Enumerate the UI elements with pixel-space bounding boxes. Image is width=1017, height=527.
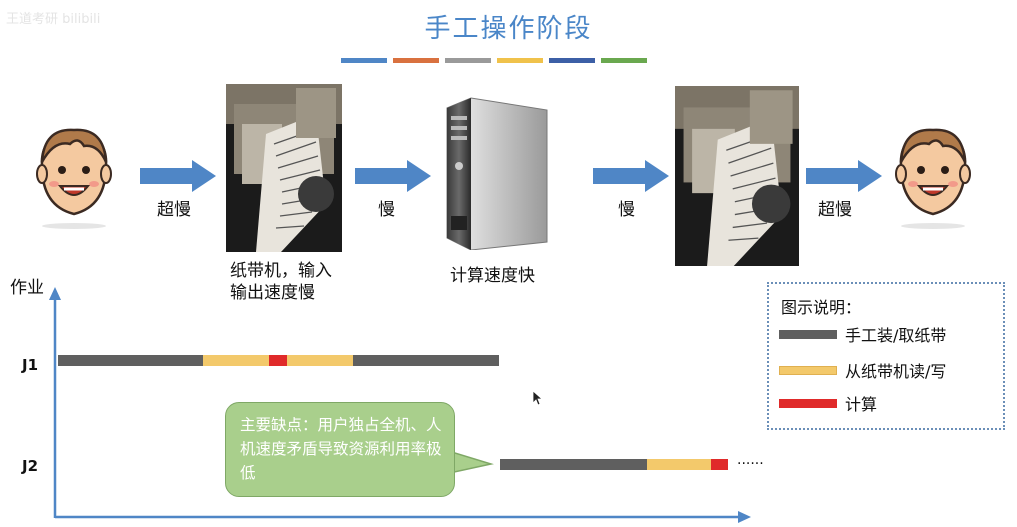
- j1-io-segment-1: [203, 355, 269, 366]
- mouse-cursor-icon: [532, 390, 544, 406]
- x-axis-arrowhead: [738, 511, 751, 523]
- stripe-1: [341, 58, 387, 63]
- stripe-4: [497, 58, 543, 63]
- drawback-callout: 主要缺点：用户独占全机、人机速度矛盾导致资源利用率极低: [225, 402, 455, 497]
- arrow-3-label: 慢: [618, 200, 635, 220]
- j1-compute-segment: [269, 355, 287, 366]
- stripe-5: [549, 58, 595, 63]
- arrow-4-label: 超慢: [818, 200, 852, 220]
- legend-label-manual: 手工装/取纸带: [845, 326, 947, 345]
- job-label-j2: J2: [22, 457, 39, 475]
- stripe-6: [601, 58, 647, 63]
- j2-compute-segment: [711, 459, 728, 470]
- legend-title: 图示说明：: [781, 298, 862, 317]
- j1-io-segment-2: [287, 355, 353, 366]
- j2-manual-segment: [500, 459, 647, 470]
- user-face-icon-left: [36, 128, 112, 229]
- j1-manual-segment-1: [58, 355, 203, 366]
- y-axis-arrowhead: [49, 287, 61, 300]
- legend-box: 图示说明： 手工装/取纸带 从纸带机读/写 计算: [767, 282, 1005, 430]
- stripe-2: [393, 58, 439, 63]
- flow-arrow-2-icon: [355, 160, 431, 192]
- tape-reader-caption-line-1: 纸带机，输入: [230, 261, 332, 281]
- legend-label-io: 从纸带机读/写: [845, 362, 947, 381]
- drawback-callout-text: 主要缺点：用户独占全机、人机速度矛盾导致资源利用率极低: [240, 416, 442, 482]
- y-axis-label: 作业: [10, 278, 44, 298]
- slide-title: 手工操作阶段: [424, 14, 593, 44]
- legend-label-compute: 计算: [845, 395, 878, 414]
- arrow-2-label: 慢: [378, 200, 395, 220]
- j2-continuation-dots: ......: [737, 452, 764, 468]
- tape-reader-photo-right: [675, 86, 799, 266]
- j2-io-segment: [647, 459, 711, 470]
- j1-manual-segment-2: [353, 355, 499, 366]
- stripe-3: [445, 58, 491, 63]
- legend-swatch-io: [779, 366, 837, 375]
- flow-arrow-3-icon: [593, 160, 669, 192]
- flow-arrow-1-icon: [140, 160, 216, 192]
- computer-tower-icon: [446, 97, 548, 250]
- legend-swatch-compute: [779, 399, 837, 408]
- watermark: 王道考研 bilibili: [6, 12, 101, 27]
- arrow-1-label: 超慢: [157, 200, 191, 220]
- user-face-icon-right: [895, 128, 971, 229]
- tape-reader-caption-line-2: 输出速度慢: [230, 283, 315, 303]
- computer-caption: 计算速度快: [450, 266, 535, 286]
- flow-arrow-4-icon: [806, 160, 882, 192]
- job-label-j1: J1: [22, 356, 39, 374]
- legend-swatch-manual: [779, 330, 837, 339]
- tape-reader-photo-left: [226, 84, 342, 252]
